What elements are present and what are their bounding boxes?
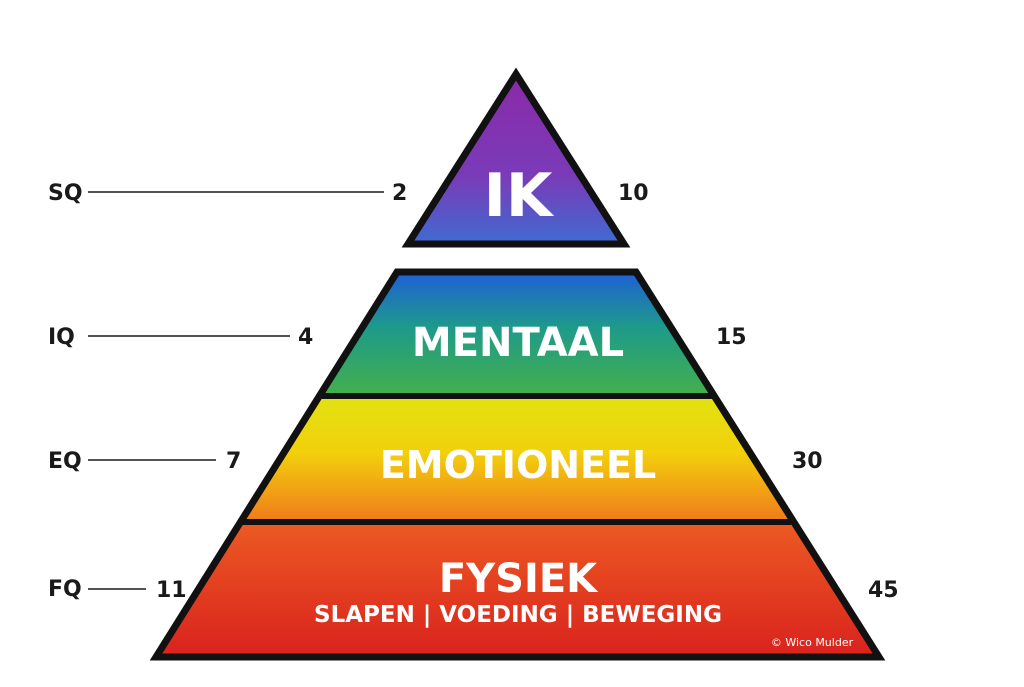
level-fysiek-shape	[156, 522, 879, 657]
pyramid-outline	[149, 268, 886, 661]
right-value-ik: 10	[618, 181, 649, 206]
left-value-fq: 11	[156, 578, 187, 603]
left-value-iq: 4	[298, 325, 313, 350]
left-value-sq: 2	[392, 181, 407, 206]
left-value-eq: 7	[226, 449, 241, 474]
left-label-fq: FQ	[48, 577, 82, 602]
level-fysiek-subtitle: SLAPEN | VOEDING | BEWEGING	[314, 602, 722, 628]
level-mentaal-shape	[322, 272, 716, 396]
lower-pyramid	[149, 268, 886, 661]
level-emotioneel-label: EMOTIONEEL	[380, 443, 656, 487]
left-label-eq: EQ	[48, 449, 82, 474]
level-fysiek-label: FYSIEK	[439, 556, 599, 602]
right-value-mentaal: 15	[716, 325, 747, 350]
right-value-emotioneel: 30	[792, 449, 823, 474]
level-ik-label: IK	[484, 161, 555, 231]
level-ik-shape	[401, 67, 631, 248]
copyright: © Wico Mulder	[771, 636, 854, 649]
left-label-sq: SQ	[48, 181, 83, 206]
level-mentaal-label: MENTAAL	[412, 320, 624, 366]
level-emotioneel-shape	[243, 396, 791, 522]
right-value-fysiek: 45	[868, 578, 899, 603]
left-label-iq: IQ	[48, 325, 75, 350]
